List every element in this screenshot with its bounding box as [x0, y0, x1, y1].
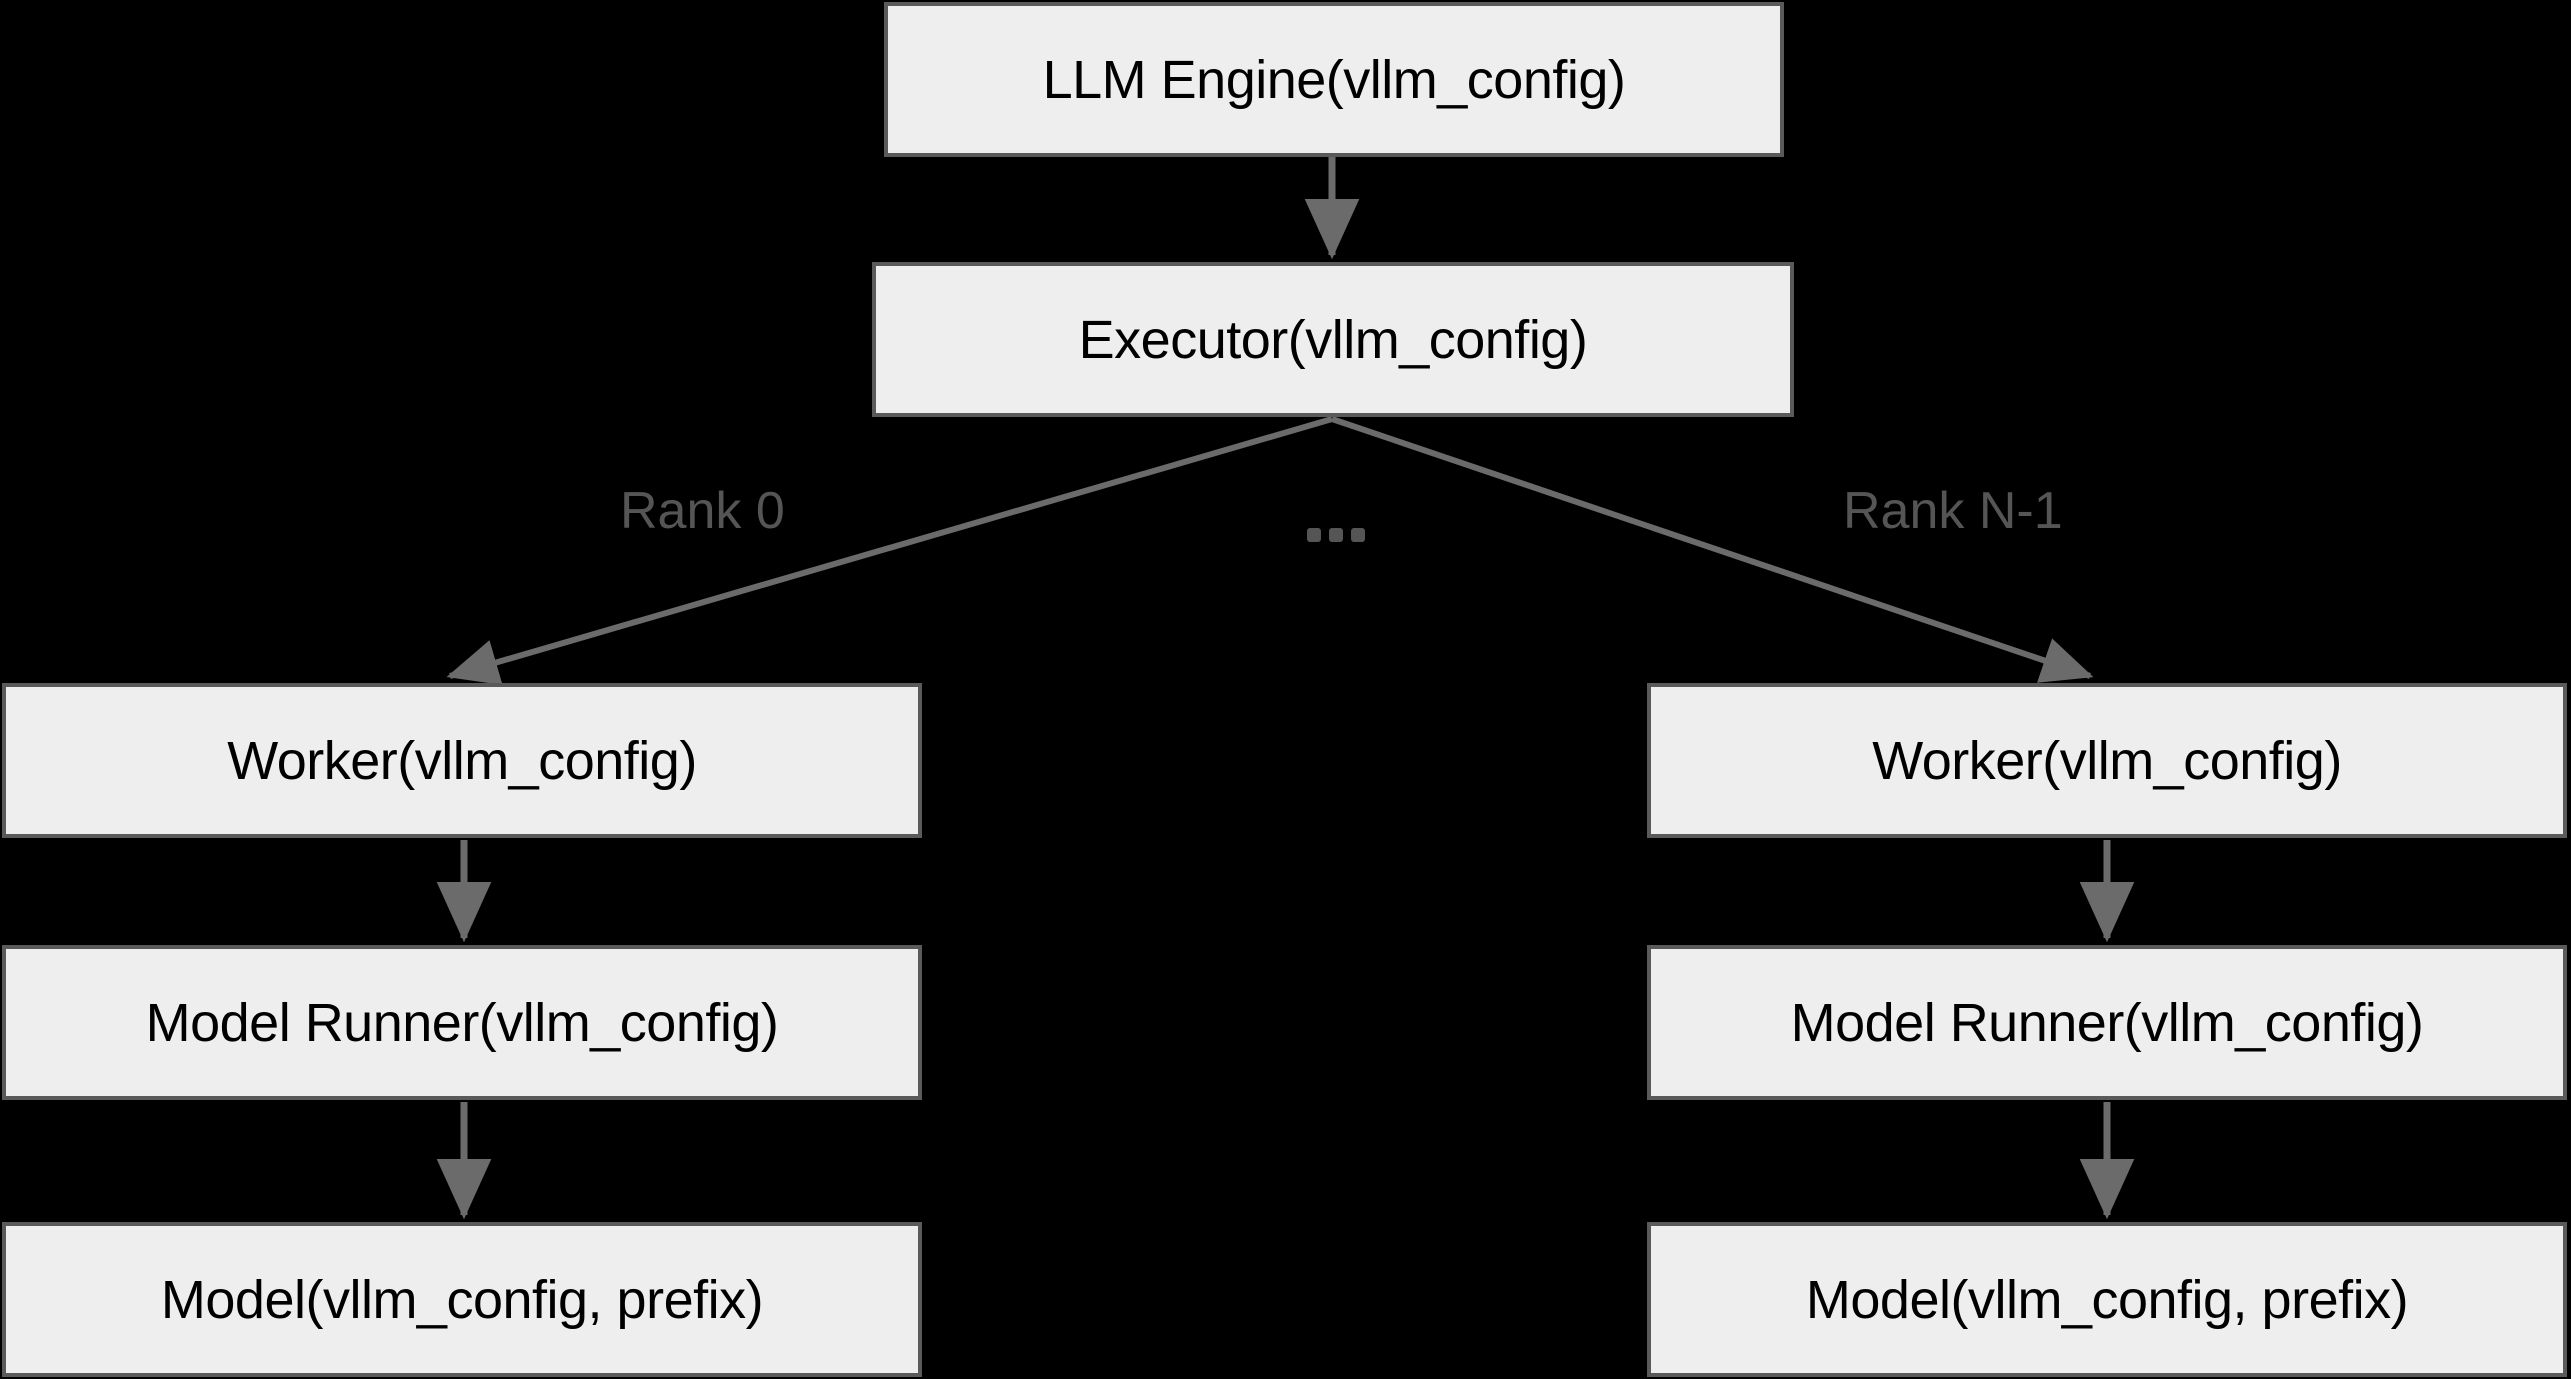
node-worker-rank0[interactable]: Worker(vllm_config) — [2, 683, 922, 838]
node-model-rankn-label: Model(vllm_config, prefix) — [1805, 1269, 2409, 1330]
node-worker-rankn-label: Worker(vllm_config) — [1872, 730, 2342, 791]
node-executor-label: Executor(vllm_config) — [1078, 309, 1588, 370]
node-worker-rank0-label: Worker(vllm_config) — [227, 730, 697, 791]
edge-executor-to-worker-rankn — [1331, 416, 2094, 683]
node-model-runner-rankn[interactable]: Model Runner(vllm_config) — [1647, 945, 2567, 1100]
node-executor[interactable]: Executor(vllm_config) — [872, 262, 1794, 417]
node-model-runner-rank0-label: Model Runner(vllm_config) — [145, 992, 779, 1053]
node-worker-rankn[interactable]: Worker(vllm_config) — [1647, 683, 2567, 838]
ellipsis-dot — [1329, 528, 1343, 542]
rank-ellipsis-icon — [1307, 528, 1365, 542]
node-model-runner-rankn-label: Model Runner(vllm_config) — [1790, 992, 2424, 1053]
node-llm-engine-label: LLM Engine(vllm_config) — [1042, 49, 1626, 110]
edge-label-rank-0: Rank 0 — [620, 482, 785, 540]
node-model-rankn[interactable]: Model(vllm_config, prefix) — [1647, 1222, 2567, 1377]
edge-label-rank-n-1: Rank N-1 — [1843, 482, 2063, 540]
edge-executor-to-worker-rank0 — [446, 416, 1333, 686]
node-model-rank0[interactable]: Model(vllm_config, prefix) — [2, 1222, 922, 1377]
ellipsis-dot — [1351, 528, 1365, 542]
ellipsis-dot — [1307, 528, 1321, 542]
node-model-rank0-label: Model(vllm_config, prefix) — [160, 1269, 764, 1330]
node-llm-engine[interactable]: LLM Engine(vllm_config) — [884, 2, 1784, 157]
node-model-runner-rank0[interactable]: Model Runner(vllm_config) — [2, 945, 922, 1100]
